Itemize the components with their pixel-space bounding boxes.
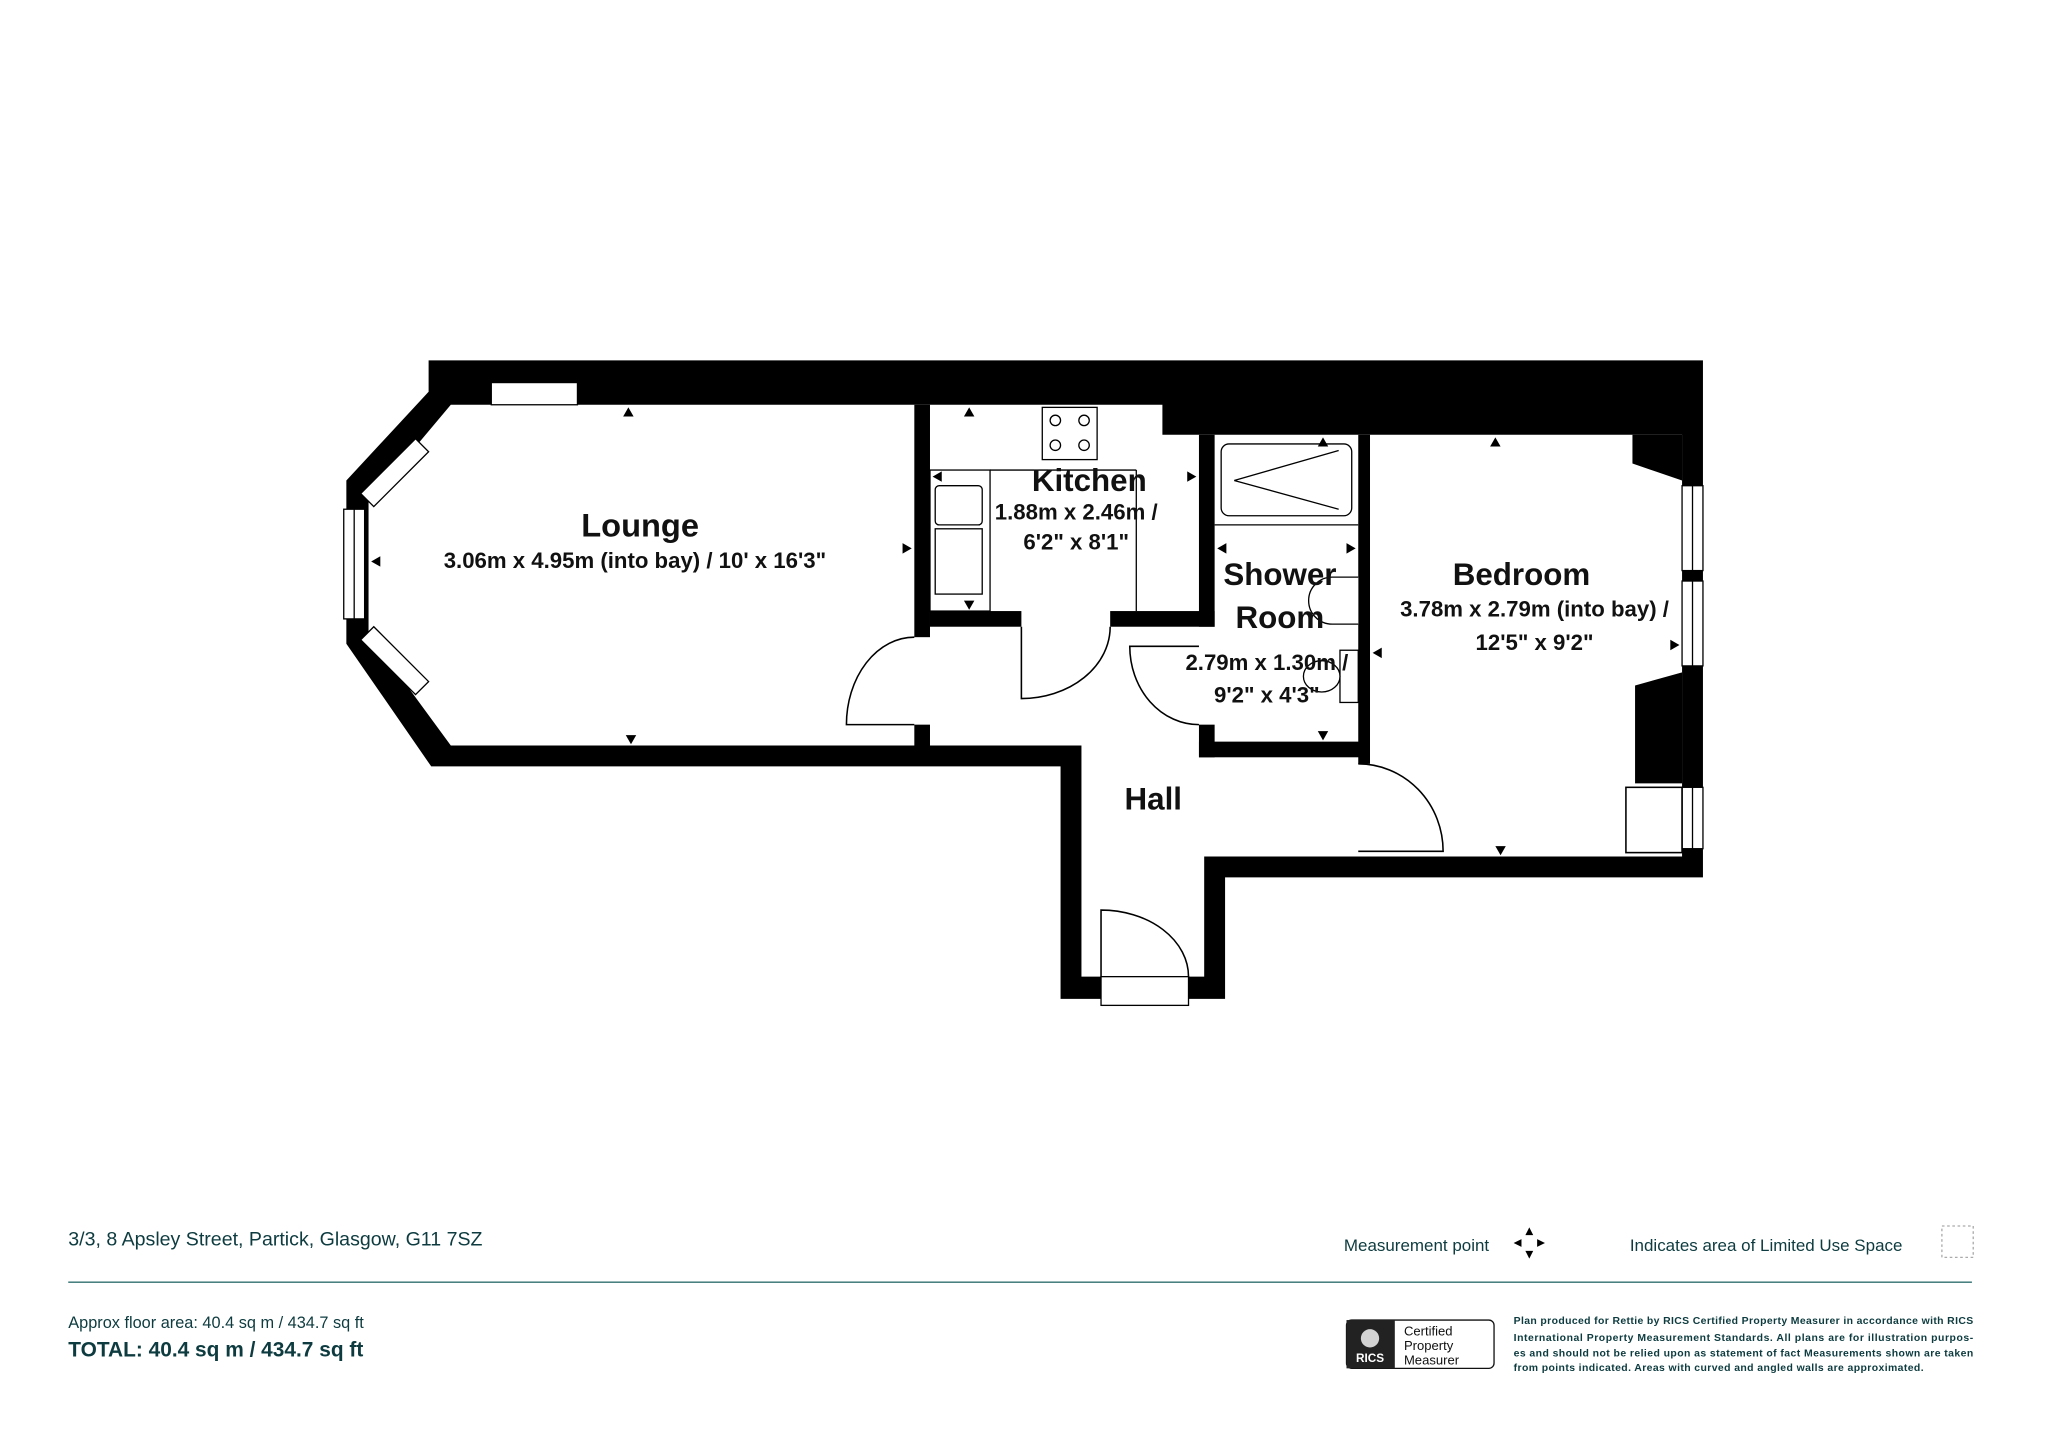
room-dims-lounge: 3.06m x 4.95m (into bay) / 10' x 16'3" xyxy=(444,548,826,573)
room-dims-shower-2: 9'2" x 4'3" xyxy=(1214,682,1320,707)
measurement-point-icon xyxy=(1513,1227,1545,1259)
room-name-hall: Hall xyxy=(1125,782,1182,817)
lounge-door xyxy=(845,636,915,726)
disclaimer-line-1: Plan produced for Rettie by RICS Certifi… xyxy=(1514,1316,1974,1327)
toilet xyxy=(1302,660,1341,693)
front-door xyxy=(1100,909,1190,977)
kitchen-door xyxy=(1020,626,1111,700)
room-name-bedroom: Bedroom xyxy=(1453,557,1591,592)
room-name-kitchen: Kitchen xyxy=(1032,463,1147,498)
rics-badge: RICS Certified Property Measurer xyxy=(1345,1319,1495,1370)
interior-floor xyxy=(368,404,1683,977)
rics-lion-icon xyxy=(1360,1329,1380,1348)
bath xyxy=(1220,443,1353,517)
room-name-shower-1: Shower xyxy=(1223,557,1336,592)
bedroom-door xyxy=(1358,763,1444,853)
disclaimer-line-4: from points indicated. Areas with curved… xyxy=(1514,1363,1924,1374)
room-dims-bedroom-1: 3.78m x 2.79m (into bay) / xyxy=(1400,596,1669,621)
shower-door xyxy=(1128,645,1199,726)
rics-brand: RICS xyxy=(1356,1352,1384,1365)
doors xyxy=(845,626,1683,977)
approx-floor-area: Approx floor area: 40.4 sq m / 434.7 sq … xyxy=(68,1314,364,1332)
room-dims-kitchen-2: 6'2" x 8'1" xyxy=(1023,530,1129,555)
total-area: TOTAL: 40.4 sq m / 434.7 sq ft xyxy=(68,1339,363,1362)
footer: 3/3, 8 Apsley Street, Partick, Glasgow, … xyxy=(68,1225,1974,1374)
floor-plan: Lounge 3.06m x 4.95m (into bay) / 10' x … xyxy=(343,360,1704,1007)
measurement-points xyxy=(371,407,1680,856)
drainer xyxy=(934,528,983,595)
basin xyxy=(1308,576,1359,625)
badge-line-1: Certified xyxy=(1404,1324,1453,1339)
room-name-shower-2: Room xyxy=(1236,600,1325,635)
room-name-lounge: Lounge xyxy=(581,507,699,544)
disclaimer-line-3: es and should not be relied upon as stat… xyxy=(1514,1349,1974,1360)
windows xyxy=(343,381,1704,1007)
room-dims-kitchen-1: 1.88m x 2.46m / xyxy=(995,500,1158,525)
legend-limited-use: Indicates area of Limited Use Space xyxy=(1630,1236,1903,1255)
interior-walls xyxy=(914,404,1683,784)
sink xyxy=(934,485,983,526)
hob xyxy=(1041,406,1098,461)
room-dims-shower-1: 2.79m x 1.30m / xyxy=(1185,650,1348,675)
limited-use-space-icon xyxy=(1941,1225,1974,1259)
legend-measurement-point: Measurement point xyxy=(1344,1236,1490,1255)
address: 3/3, 8 Apsley Street, Partick, Glasgow, … xyxy=(68,1229,482,1251)
disclaimer-line-2: International Property Measurement Stand… xyxy=(1514,1333,1974,1344)
fixtures xyxy=(929,406,1359,704)
badge-line-3: Measurer xyxy=(1404,1352,1460,1367)
room-dims-bedroom-2: 12'5" x 9'2" xyxy=(1476,630,1594,655)
badge-line-2: Property xyxy=(1404,1338,1454,1353)
